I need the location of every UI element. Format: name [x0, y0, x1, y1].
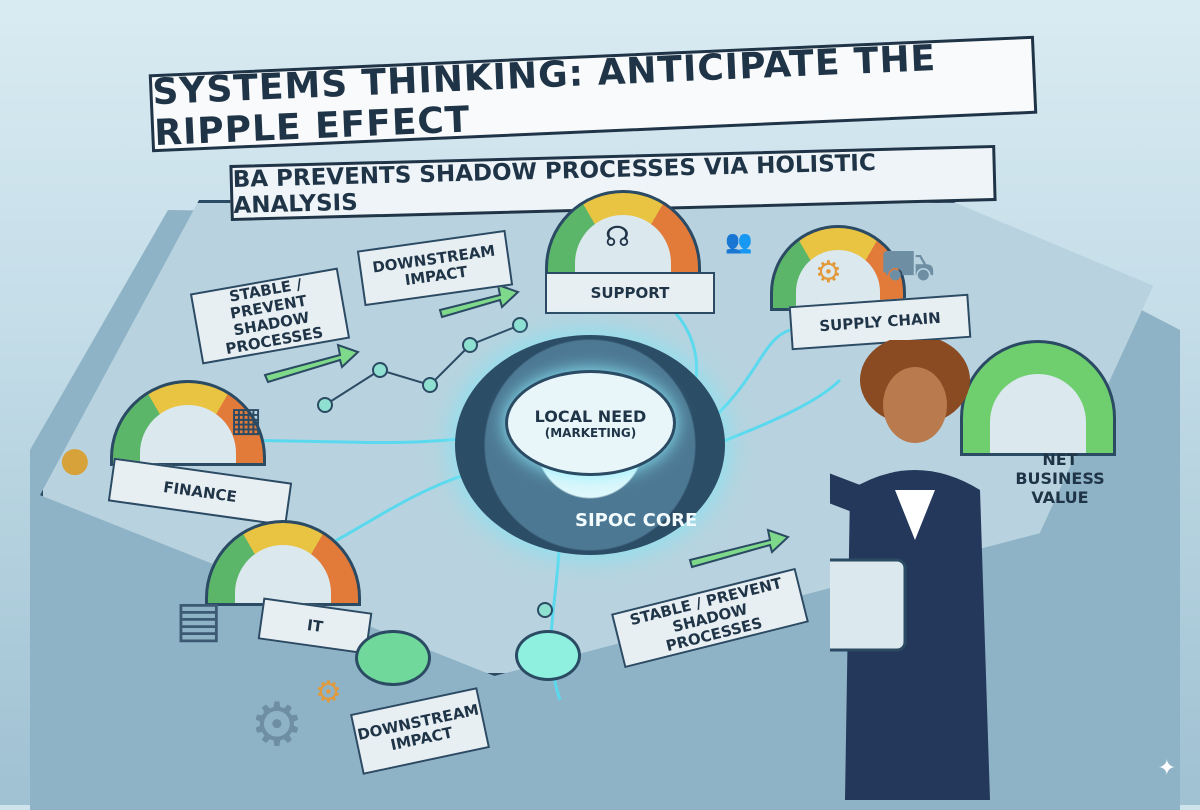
network-node	[372, 362, 388, 378]
gear-icon: ⚙	[315, 675, 342, 710]
local-need-button[interactable]: LOCAL NEED (MARKETING)	[505, 370, 676, 476]
network-node	[512, 317, 528, 333]
network-node	[317, 397, 333, 413]
server-icon: ▤	[175, 590, 223, 648]
gear-icon: ⚙	[815, 255, 842, 290]
dial-knob	[515, 630, 581, 681]
people-icon: 👥	[725, 230, 753, 255]
business-analyst-figure	[830, 340, 990, 800]
local-need-sublabel: (MARKETING)	[544, 425, 637, 440]
calculator-icon: ▦	[230, 400, 263, 440]
headset-icon: ☊	[605, 220, 630, 253]
gear-icon: ⚙	[250, 690, 304, 760]
arrow-right-icon	[438, 283, 520, 319]
truck-icon: ⛟	[880, 240, 936, 291]
arrow-right-icon	[263, 343, 360, 384]
net-business-value-label: NET BUSINESS VALUE	[1015, 450, 1105, 507]
net-business-value-gauge	[960, 340, 1116, 456]
network-node	[462, 337, 478, 353]
local-need-label: LOCAL NEED	[534, 406, 647, 426]
sparkle-icon: ✦	[1157, 756, 1176, 781]
coins-icon: ●	[60, 440, 90, 480]
sipoc-core-label: SIPOC CORE	[575, 510, 698, 531]
dial-knob	[355, 630, 431, 686]
network-node	[537, 602, 553, 618]
network-node	[422, 377, 438, 393]
flow-line	[699, 378, 842, 452]
arrow-right-icon	[688, 528, 790, 569]
tablet-icon	[830, 558, 907, 652]
support-label: SUPPORT	[545, 272, 715, 314]
